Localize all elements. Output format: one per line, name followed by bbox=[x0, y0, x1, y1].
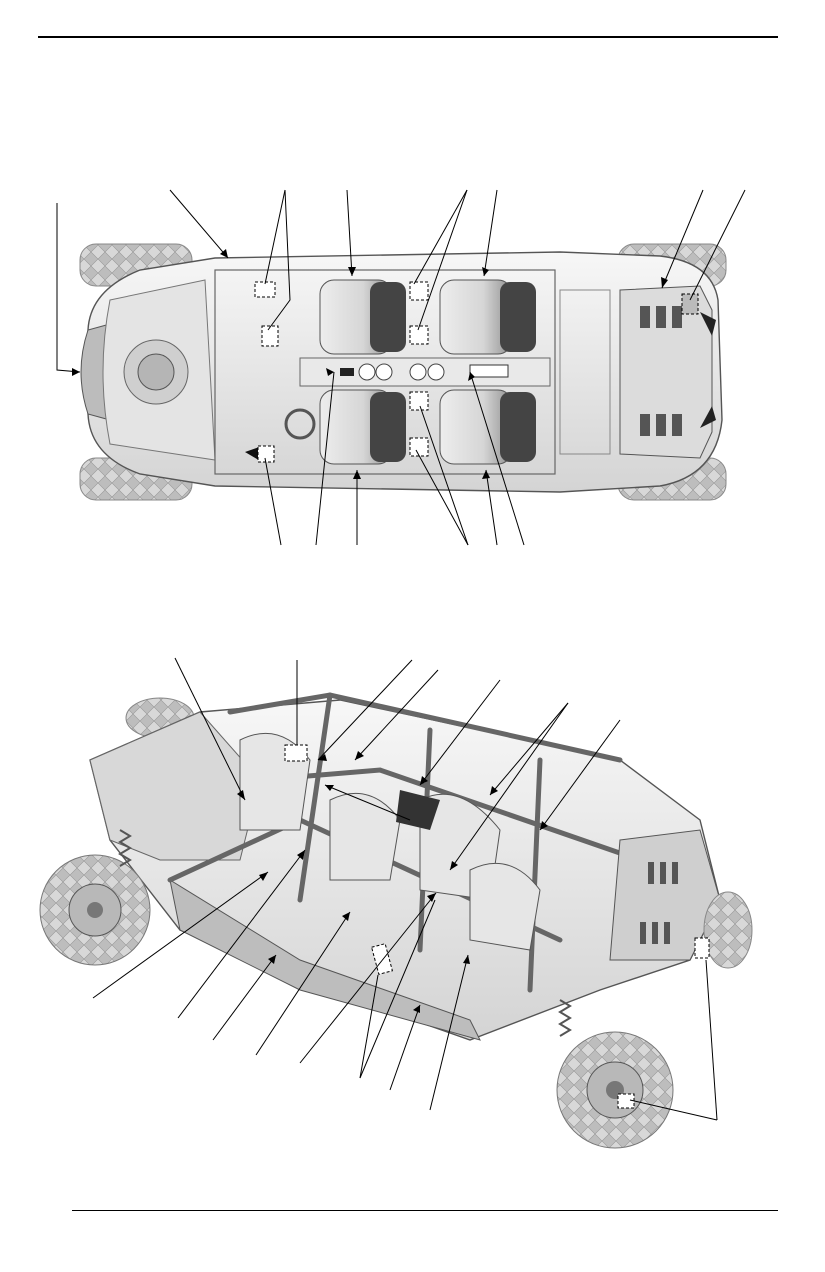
suspension-springs bbox=[118, 829, 572, 1037]
console-switch bbox=[340, 368, 354, 376]
cup-holder bbox=[409, 363, 427, 381]
cup-holder bbox=[427, 363, 445, 381]
callout-lines-iso bbox=[92, 657, 718, 1121]
tire-right-rear-iso bbox=[703, 891, 753, 969]
cup-holder bbox=[358, 363, 376, 381]
top-view-figure bbox=[56, 189, 746, 546]
taillight-right bbox=[700, 406, 716, 428]
rear-frame bbox=[559, 289, 611, 455]
rear-vents bbox=[640, 306, 682, 436]
iso-view-figure bbox=[39, 657, 753, 1149]
console-label bbox=[469, 364, 509, 378]
side-panel bbox=[169, 878, 481, 1041]
front-suspension-hub bbox=[137, 353, 175, 391]
cockpit-frame bbox=[214, 269, 556, 475]
header-rule bbox=[38, 36, 778, 38]
front-hood-iso bbox=[89, 711, 261, 861]
callout-lines-top bbox=[56, 189, 746, 546]
cup-holder bbox=[375, 363, 393, 381]
callout-arrows-top bbox=[72, 249, 668, 479]
callout-arrows-iso bbox=[237, 751, 548, 1013]
taillight-left bbox=[700, 312, 716, 336]
hub-front-iso bbox=[87, 902, 103, 918]
rear-vents-iso bbox=[640, 862, 678, 944]
steering-wheel-driver bbox=[284, 408, 316, 440]
seats-top bbox=[319, 279, 536, 465]
footer-rule bbox=[72, 1210, 778, 1211]
